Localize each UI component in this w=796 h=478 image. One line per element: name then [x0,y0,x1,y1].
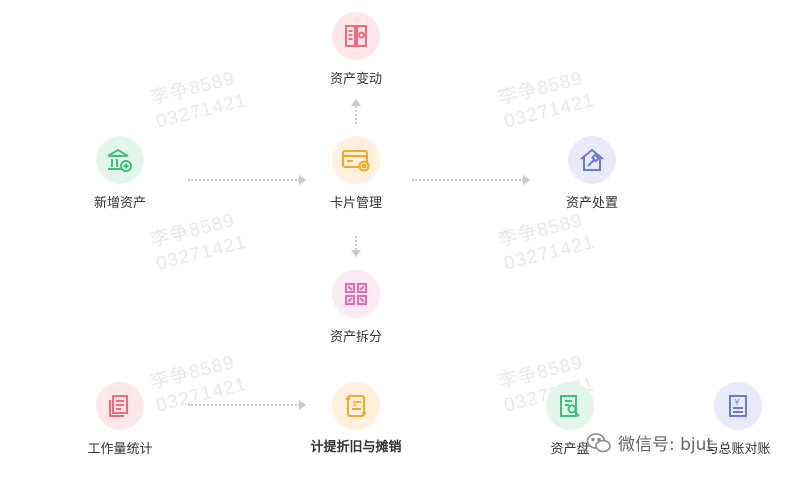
document-search-icon [345,25,367,47]
card-management-circle [332,136,380,184]
watermark: 李争8589 03271421 [496,66,597,135]
node-card-management[interactable]: 卡片管理 [316,136,396,211]
asset-inventory-circle [546,382,594,430]
arrow-card-to-disposal [412,175,530,185]
wechat-watermark: 微信号: bjut [586,430,713,455]
arrow-to-asset-change [351,99,361,124]
workload-stats-label: 工作量统计 [87,442,153,457]
building-add-icon [107,148,132,172]
arrow-to-asset-split [351,236,361,257]
node-asset-change[interactable]: 资产变动 [316,12,396,87]
house-hammer-icon [580,148,604,171]
clipboard-search-icon [560,395,580,417]
split-grid-icon [345,283,367,305]
wechat-text: 微信号: bjut [618,435,714,455]
depreciation-circle: $ [332,382,380,430]
watermark: 李争8589 03271421 [148,350,249,419]
node-depreciation[interactable]: $ 计提折旧与摊销 [306,382,406,458]
asset-disposal-circle [568,136,616,184]
scroll-money-icon: $ [346,395,366,417]
ledger-document-icon: ¥ [729,395,747,417]
asset-inventory-label: 资产盘 [550,442,590,457]
svg-text:$: $ [352,399,357,408]
ledger-reconcile-label: 与总账对账 [705,442,771,457]
workload-stats-circle [96,382,144,430]
wechat-icon [586,432,611,452]
asset-split-circle [332,270,380,318]
node-new-asset[interactable]: 新增资产 [80,136,160,211]
asset-change-label: 资产变动 [329,72,382,87]
card-management-label: 卡片管理 [329,196,382,211]
asset-disposal-label: 资产处置 [565,196,618,211]
asset-split-label: 资产拆分 [329,330,382,345]
arrow-new-to-card [188,175,306,185]
watermark: 李争8589 03271421 [496,208,597,277]
svg-text:¥: ¥ [735,398,740,407]
asset-change-circle [332,12,380,60]
card-settings-icon [342,150,370,172]
ledger-reconcile-circle: ¥ [714,382,762,430]
arrow-workload-to-depreciation [188,400,306,410]
node-asset-split[interactable]: 资产拆分 [316,270,396,345]
depreciation-label: 计提折旧与摊销 [310,440,402,455]
node-asset-inventory[interactable]: 资产盘 [530,382,610,457]
node-ledger-reconcile[interactable]: ¥ 与总账对账 [698,382,778,457]
watermark: 李争8589 03271421 [148,66,249,135]
report-stack-icon [109,395,128,417]
node-workload-stats[interactable]: 工作量统计 [80,382,160,457]
node-asset-disposal[interactable]: 资产处置 [552,136,632,211]
watermark: 李争8589 03271421 [148,208,249,277]
new-asset-circle [96,136,144,184]
new-asset-label: 新增资产 [93,196,146,211]
